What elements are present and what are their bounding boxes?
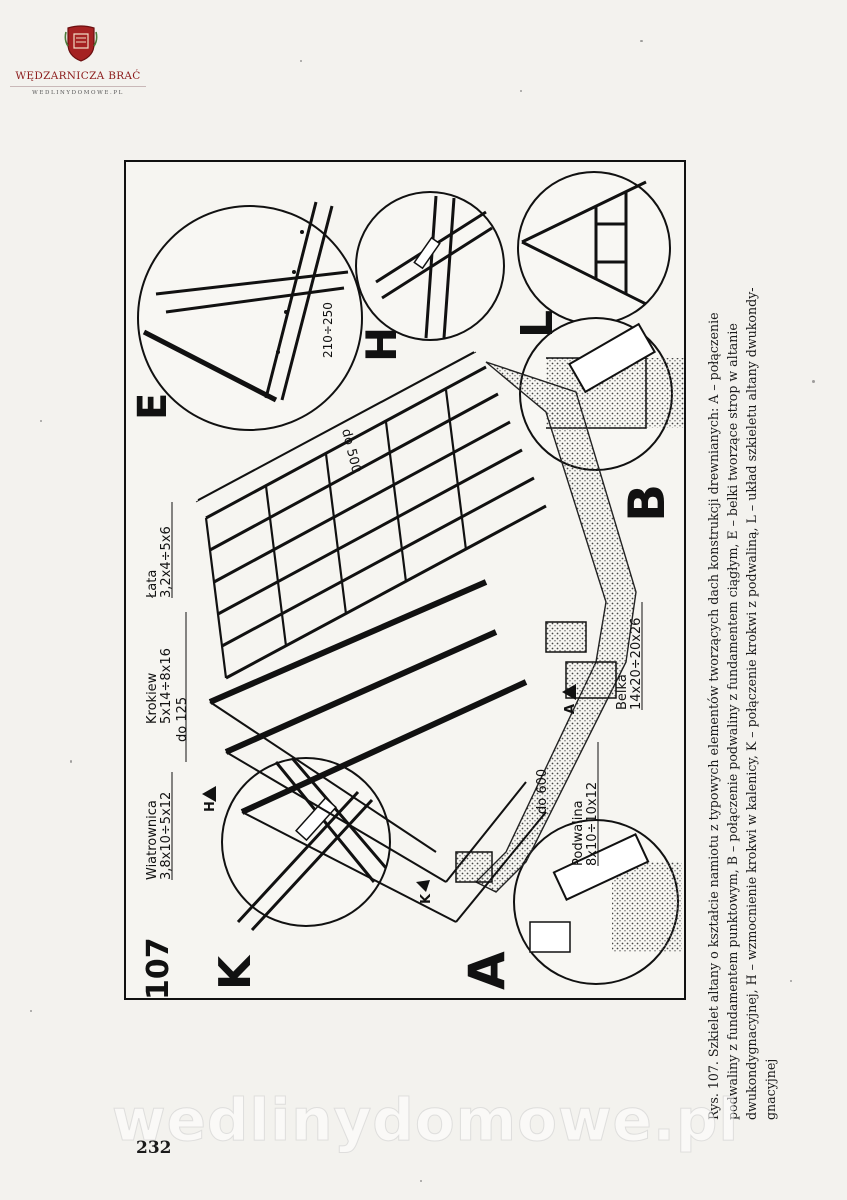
technical-drawing-figure: 107 A B E H K L Wiatrownica 3,8x10÷5x12 … <box>124 160 686 1000</box>
label-krokiew-dim: 5x14÷8x16 <box>159 648 174 724</box>
label-podwalina-dim: 8x10÷10x12 <box>585 782 600 866</box>
detail-circle-e <box>137 201 363 431</box>
label-lata-dim: 3,2x4÷5x6 <box>159 526 174 598</box>
arrow-letter-a: A <box>563 704 578 714</box>
caption-line: gnacyjnej <box>763 1058 778 1120</box>
panel-letter-k: K <box>210 954 261 990</box>
caption-line: dwukondygnacyjnej, H – wzmocnienie krokw… <box>744 287 759 1120</box>
panel-letter-a: A <box>458 951 516 990</box>
logo-divider <box>10 86 146 87</box>
scan-speck <box>30 1010 32 1012</box>
watermark: wedlinydomowe.pl <box>111 1086 740 1155</box>
label-do-600: do 600 <box>535 769 550 814</box>
label-krokiew: Krokiew <box>145 672 160 724</box>
logo-brand: WĘDZARNICZA BRAĆ <box>15 70 141 82</box>
arrow-k-icon <box>416 880 430 892</box>
detail-circle-h <box>355 191 505 341</box>
arrow-h-icon <box>202 786 216 802</box>
label-belka-dim: 14x20÷20x26 <box>629 618 644 710</box>
arrow-a-icon <box>562 684 576 700</box>
detail-circle-a <box>513 819 682 985</box>
panel-letter-b: B <box>618 484 676 522</box>
caption-line: podwaliny z fundamentem punktowym, B – p… <box>725 323 740 1120</box>
panel-letter-h: H <box>357 327 406 362</box>
main-frame-drawing <box>195 351 637 923</box>
label-podwalina: Podwalina <box>571 800 586 866</box>
panel-letter-e: E <box>130 393 176 420</box>
scan-speck <box>640 40 643 42</box>
scan-speck <box>300 60 302 62</box>
arrow-letter-k: K <box>419 893 434 904</box>
arrow-letter-h: H <box>203 801 218 812</box>
label-belka: Belka <box>615 674 630 710</box>
scan-speck <box>790 980 792 982</box>
scan-speck <box>812 380 815 383</box>
label-do-125: do 125 <box>175 697 190 742</box>
figure-caption: Rys. 107. Szkielet altany o kształcie na… <box>704 80 800 1120</box>
label-leaders <box>171 502 643 880</box>
scan-speck <box>70 760 72 763</box>
logo-subtitle: WEDLINYDOMOWE.PL <box>32 90 124 96</box>
caption-line: Rys. 107. Szkielet altany o kształcie na… <box>706 312 721 1120</box>
label-wiatrownica: Wiatrownica <box>145 800 160 880</box>
detail-circle-l <box>517 171 671 325</box>
scan-speck <box>420 1180 422 1182</box>
label-lata: Łata <box>145 570 160 599</box>
coat-of-arms-icon <box>64 24 98 62</box>
site-logo: WĘDZARNICZA BRAĆ WEDLINYDOMOWE.PL <box>8 6 148 98</box>
figure-number: 107 <box>141 937 176 1000</box>
detail-arrows <box>202 684 576 892</box>
scan-speck <box>40 420 42 422</box>
page-number: 232 <box>136 1138 172 1158</box>
label-spacing: 210÷250 <box>321 302 335 358</box>
gazebo-frame-drawing: 107 A B E H K L Wiatrownica 3,8x10÷5x12 … <box>130 171 684 1000</box>
scan-speck <box>520 90 522 92</box>
panel-letter-l: L <box>512 310 563 338</box>
label-wiatrownica-dim: 3,8x10÷5x12 <box>159 792 174 880</box>
